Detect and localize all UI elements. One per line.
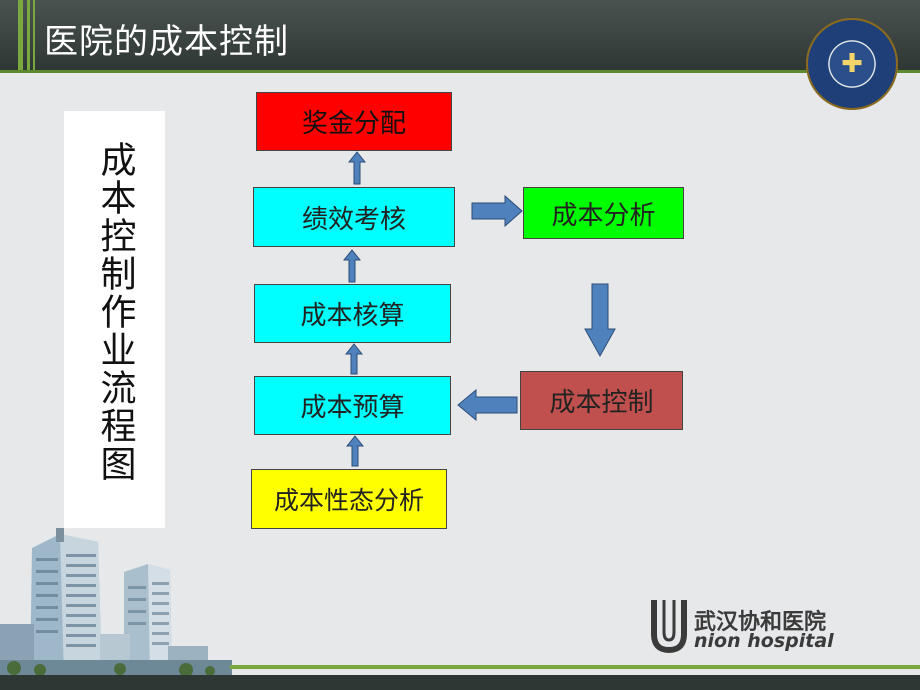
hospital-name-en: nion hospital bbox=[694, 630, 834, 652]
arrow-up-icon bbox=[348, 151, 366, 185]
footer-divider bbox=[230, 665, 920, 669]
flow-box-control: 成本控制 bbox=[520, 371, 683, 430]
slide-title: 医院的成本控制 bbox=[44, 22, 289, 62]
flow-box-accounting: 成本核算 bbox=[254, 284, 451, 343]
arrow-left-icon bbox=[457, 389, 518, 421]
arrow-down-icon bbox=[584, 283, 616, 357]
arrow-up-icon bbox=[343, 249, 361, 283]
hospital-name-cn: 武汉协和医院 bbox=[694, 610, 827, 635]
hospital-buildings-image bbox=[0, 528, 232, 678]
side-label-text: 成本控制作业流程图 bbox=[94, 141, 136, 483]
flow-box-analysis: 成本分析 bbox=[523, 187, 684, 239]
arrow-right-icon bbox=[471, 195, 523, 227]
side-label: 成本控制作业流程图 bbox=[64, 141, 165, 521]
union-u-logo-icon bbox=[651, 600, 687, 654]
seal-emblem: ✚ bbox=[841, 49, 863, 79]
hospital-seal-icon: ✚ bbox=[806, 18, 898, 110]
side-label-panel: 成本控制作业流程图 bbox=[64, 111, 165, 530]
flow-box-behavior: 成本性态分析 bbox=[251, 469, 447, 529]
header-stripe bbox=[33, 0, 35, 70]
union-hospital-logo: 武汉协和医院 nion hospital bbox=[648, 596, 848, 656]
flow-box-bonus: 奖金分配 bbox=[256, 92, 452, 151]
arrow-up-icon bbox=[346, 435, 364, 467]
header-stripe bbox=[27, 0, 30, 70]
header-stripe bbox=[18, 0, 23, 70]
flow-box-budget: 成本预算 bbox=[254, 376, 451, 435]
footer-band bbox=[0, 675, 920, 690]
arrow-up-icon bbox=[345, 343, 363, 375]
slide-header: 医院的成本控制 bbox=[0, 0, 920, 70]
flow-box-performance: 绩效考核 bbox=[253, 187, 455, 247]
header-divider bbox=[0, 70, 920, 73]
